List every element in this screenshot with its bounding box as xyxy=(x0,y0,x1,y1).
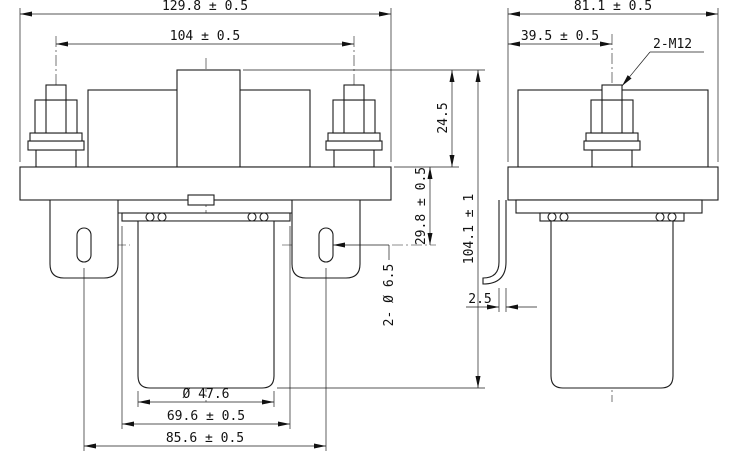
dim-body-diameter: Ø 47.6 xyxy=(183,387,230,402)
dim-overall-height: 104.1 ± 1 xyxy=(462,194,477,264)
front-center-block xyxy=(176,69,241,168)
side-screw-heads xyxy=(547,212,677,222)
side-dimensions: 81.1 ± 0.5 39.5 ± 0.5 2-M12 2.5 xyxy=(466,0,719,312)
dim-bracket-thickness: 2.5 xyxy=(468,292,491,307)
dim-terminal-spacing: 104 ± 0.5 xyxy=(170,29,240,44)
slot-hole-right xyxy=(318,227,334,263)
side-cylinder-body xyxy=(550,220,674,389)
dim-overall-depth: 81.1 ± 0.5 xyxy=(574,0,652,14)
front-center-tab xyxy=(187,194,215,206)
front-dimensions: 129.8 ± 0.5 104 ± 0.5 24.5 29.8 ± 0.5 10… xyxy=(19,0,485,451)
dim-hole-spacing: 85.6 ± 0.5 xyxy=(166,431,244,446)
dim-overall-width: 129.8 ± 0.5 xyxy=(162,0,248,14)
side-mounting-plate xyxy=(507,166,719,201)
dim-top-height: 24.5 xyxy=(436,102,451,133)
terminal-nut-right xyxy=(325,84,383,168)
dim-mount-holes: 2- Ø 6.5 xyxy=(382,264,397,327)
front-screw-heads xyxy=(145,212,269,222)
front-cylinder-body xyxy=(137,220,275,389)
side-lower-strip xyxy=(515,199,703,214)
slot-hole-left xyxy=(76,227,92,263)
dim-stud-thread: 2-M12 xyxy=(653,37,692,52)
dim-plate-offset: 29.8 ± 0.5 xyxy=(414,167,429,245)
front-view-drawing: 129.8 ± 0.5 104 ± 0.5 24.5 29.8 ± 0.5 10… xyxy=(19,0,485,451)
side-view-drawing: 81.1 ± 0.5 39.5 ± 0.5 2-M12 2.5 xyxy=(466,0,719,402)
dim-flange-width: 69.6 ± 0.5 xyxy=(167,409,245,424)
dim-terminal-offset: 39.5 ± 0.5 xyxy=(521,29,599,44)
terminal-nut-left xyxy=(27,84,85,168)
side-l-bracket xyxy=(482,200,507,285)
